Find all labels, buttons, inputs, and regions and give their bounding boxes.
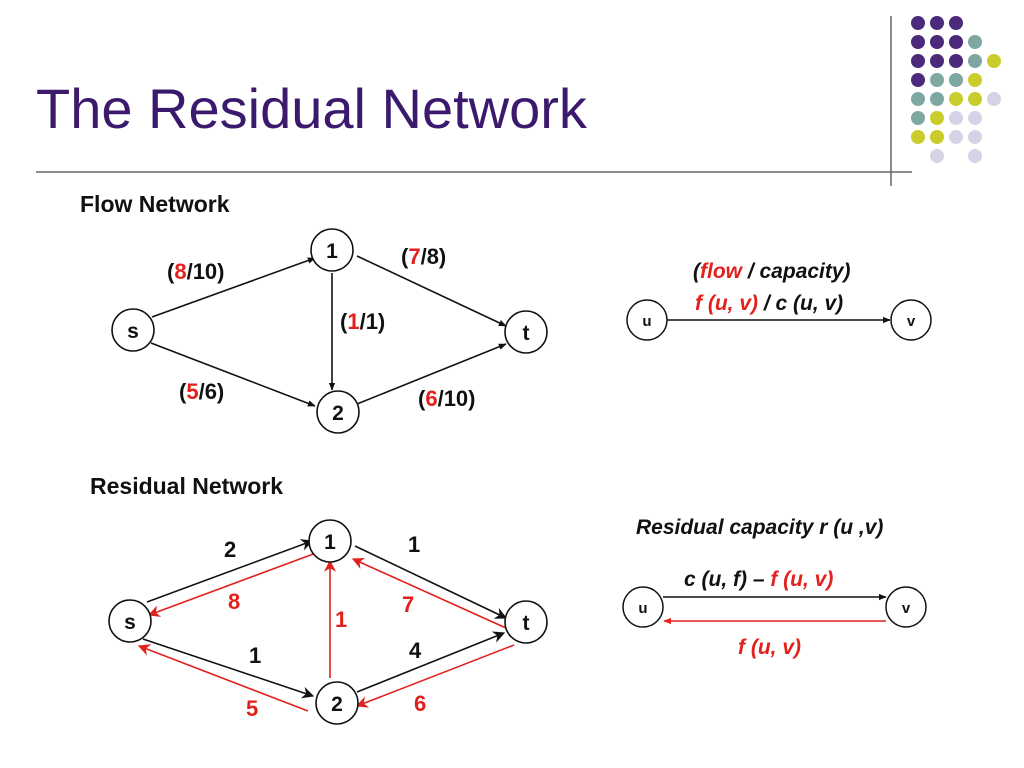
residual-forward-s-2 <box>142 638 315 699</box>
flow-edge-2-t <box>356 343 507 405</box>
residual-node-1 <box>308 519 352 563</box>
residual-legend-node-u-label: u <box>638 600 647 617</box>
residual-back-2-s <box>137 644 309 712</box>
residual-legend-node-u <box>622 586 664 628</box>
slide-title: The Residual Network <box>36 77 588 140</box>
flow-node-1-label: 1 <box>326 240 338 263</box>
decorative-dot-grid <box>911 16 1001 163</box>
residual-back-label-t-2: 6 <box>414 691 426 716</box>
residual-network-diagram <box>137 539 515 712</box>
flow-edge-label-2-t: (6/10) <box>418 386 476 411</box>
residual-forward-label-2-t: 4 <box>409 638 422 663</box>
flow-node-t-label: t <box>523 322 530 345</box>
residual-back-t-1 <box>351 557 507 629</box>
flow-node-t <box>504 310 548 354</box>
flow-node-2 <box>316 390 360 434</box>
flow-legend-label: (flow / capacity) <box>693 260 851 283</box>
flow-node-2-label: 2 <box>332 402 344 425</box>
residual-forward-label-1-t: 1 <box>408 532 420 557</box>
flow-edge-label-s-1: (8/10) <box>167 259 225 284</box>
residual-back-label-t-1: 7 <box>402 592 414 617</box>
flow-legend-node-v <box>890 299 932 341</box>
residual-node-s <box>108 599 152 643</box>
flow-node-1 <box>310 228 354 272</box>
flow-network-heading: Flow Network <box>80 191 230 217</box>
flow-node-s <box>111 308 155 352</box>
flow-legend: (flow / capacity) f (u, v) / c (u, v) u … <box>626 260 932 341</box>
residual-node-s-label: s <box>124 611 136 634</box>
residual-node-t-label: t <box>523 612 530 635</box>
flow-edge-label-s-2: (5/6) <box>179 379 224 404</box>
residual-back-t-2 <box>355 644 515 708</box>
flow-edge-s-1 <box>151 257 316 318</box>
residual-legend: Residual capacity r (u ,v) c (u, f) – f … <box>622 516 927 659</box>
residual-back-label-1-s: 8 <box>228 589 240 614</box>
residual-forward-label-s-1: 2 <box>224 537 236 562</box>
residual-legend-backward-label: f (u, v) <box>738 636 801 659</box>
residual-forward-2-t <box>356 631 506 693</box>
residual-back-1-s <box>147 552 317 617</box>
flow-edge-label-1-2: (1/1) <box>340 309 385 334</box>
flow-node-s-label: s <box>127 320 139 343</box>
residual-forward-1-t <box>354 545 508 619</box>
flow-network-diagram <box>150 255 507 407</box>
residual-node-2-label: 2 <box>331 693 343 716</box>
residual-node-1-label: 1 <box>324 531 336 554</box>
residual-node-2 <box>315 681 359 725</box>
residual-forward-label-s-2: 1 <box>249 643 261 668</box>
residual-legend-node-v <box>885 586 927 628</box>
flow-legend-node-u-label: u <box>642 313 651 330</box>
residual-back-label-2-1: 1 <box>335 607 347 632</box>
residual-legend-forward-label: c (u, f) – f (u, v) <box>684 568 833 591</box>
residual-forward-s-1 <box>146 539 314 603</box>
flow-edge-1-t <box>356 255 507 327</box>
residual-back-label-2-s: 5 <box>246 696 258 721</box>
flow-legend-edge-label: f (u, v) / c (u, v) <box>695 292 843 315</box>
residual-legend-title: Residual capacity r (u ,v) <box>636 516 883 539</box>
residual-network-heading: Residual Network <box>90 473 283 499</box>
flow-legend-node-v-label: v <box>907 313 916 330</box>
residual-legend-node-v-label: v <box>902 600 911 617</box>
residual-node-t <box>504 600 548 644</box>
flow-edge-label-1-t: (7/8) <box>401 244 446 269</box>
flow-edge-s-2 <box>150 342 316 407</box>
